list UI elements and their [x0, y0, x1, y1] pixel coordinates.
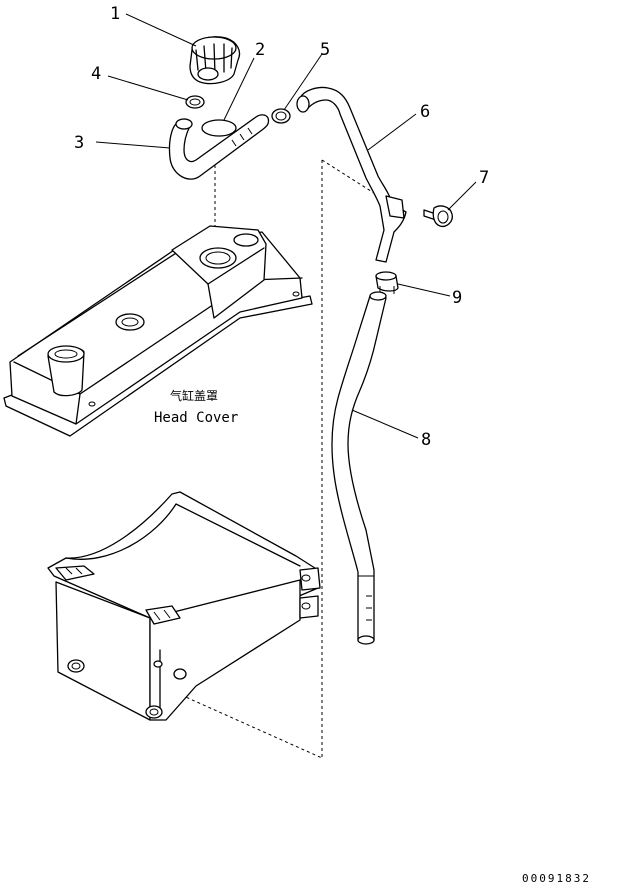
callout-2: 2	[255, 40, 265, 60]
callout-6: 6	[420, 102, 430, 122]
callout-4: 4	[91, 64, 101, 84]
callout-8: 8	[421, 430, 431, 450]
part-1-filler-cap	[189, 36, 241, 85]
callout-7: 7	[479, 168, 489, 188]
part-7-bolt	[423, 205, 453, 228]
callout-5: 5	[320, 40, 330, 60]
part-9-fitting	[375, 271, 399, 294]
part-4-clamp	[185, 95, 205, 109]
head-cover	[3, 225, 313, 437]
document-number: 00091832	[522, 872, 591, 885]
leader-lines	[95, 13, 477, 439]
head-cover-caption: 气缸盖罩 Head Cover	[154, 388, 238, 426]
part-3-hose	[168, 114, 270, 180]
part-6-tube	[296, 86, 407, 263]
part-5-clamp	[271, 108, 291, 124]
head-cover-label-cn: 气缸盖罩	[170, 388, 218, 403]
bracket	[47, 491, 321, 721]
callout-3: 3	[74, 133, 84, 153]
head-cover-label-en: Head Cover	[154, 410, 238, 426]
callouts: 1 2 3 4 5 6 7 8 9	[74, 4, 489, 450]
callout-1: 1	[110, 4, 120, 24]
part-8-tube	[331, 291, 387, 645]
part-2-gasket	[201, 119, 237, 137]
callout-9: 9	[452, 288, 462, 308]
